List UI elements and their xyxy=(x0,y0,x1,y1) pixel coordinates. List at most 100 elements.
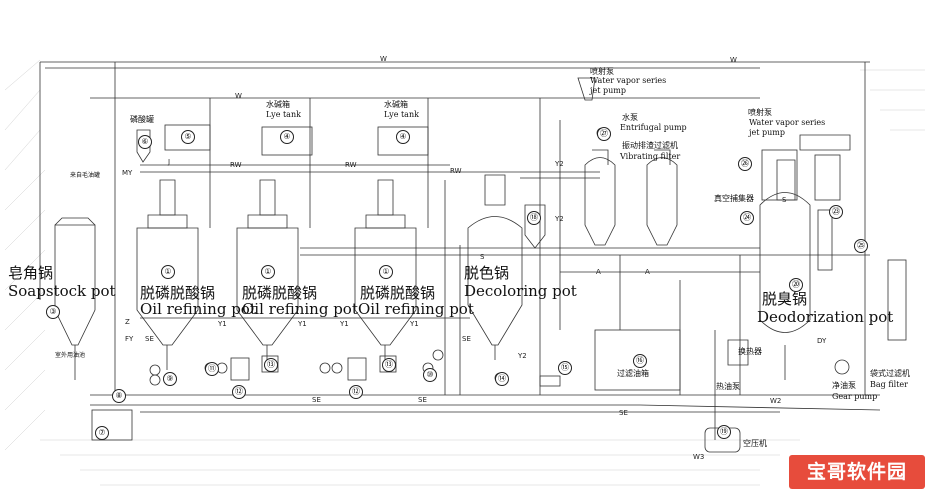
line-tag-y2: Y2 xyxy=(518,352,527,360)
equipment-number: ⑲ xyxy=(717,425,731,439)
line-tag-se: SE xyxy=(619,409,628,417)
equipment-number: ⑫ xyxy=(232,385,246,399)
equipment-number: ① xyxy=(261,265,275,279)
line-tag-se: SE xyxy=(462,335,471,343)
label-heat-exchanger: 换热器 xyxy=(738,347,762,356)
label-vib-filter-en: Vibrating filter xyxy=(620,152,681,161)
line-tag-rw: RW xyxy=(345,161,357,169)
label-jet-pump1-cn: 喷射泵 xyxy=(590,67,614,76)
label-deodor-cn: 脱臭锅 xyxy=(762,290,808,308)
equipment-number: ⑯ xyxy=(633,354,647,368)
label-lye-tank1-cn: 水碱箱 xyxy=(266,100,290,109)
line-tag-j: J xyxy=(168,158,171,166)
equipment-number: ⑤ xyxy=(181,130,195,144)
label-water-pump-en: Entrifugal pump xyxy=(620,123,687,132)
line-tag-dy: DY xyxy=(817,337,827,345)
background-hatching xyxy=(4,59,925,486)
site-watermark-logo: 宝哥软件园 xyxy=(789,455,925,489)
line-tag-s: S xyxy=(480,253,485,261)
label-bag-filter-en: Bag filter xyxy=(870,380,908,389)
line-tag-rw: RW xyxy=(230,161,242,169)
label-refine2-en: Oil refining pot xyxy=(242,300,358,318)
line-tag-y2: Y2 xyxy=(555,160,564,168)
equipment-number: ⑬ xyxy=(264,358,278,372)
refining-pot-2 xyxy=(236,179,299,370)
equipment-number: ⑭ xyxy=(495,372,509,386)
label-decolor-cn: 脱色锅 xyxy=(464,264,510,282)
equipment-number: ㉖ xyxy=(738,157,752,171)
vibrating-filters xyxy=(584,149,678,246)
line-tag-se: SE xyxy=(312,396,321,404)
label-jet-pump1-en2: jet pump xyxy=(590,86,626,95)
label-bag-filter-cn: 袋式过滤机 xyxy=(870,369,910,378)
label-clean-oil-pump: 净油泵 xyxy=(832,381,856,390)
label-refine3-en: Oil refining pot xyxy=(358,300,474,318)
label-vacuum-collector: 真空捕集器 xyxy=(714,194,754,203)
equipment-number: ㉔ xyxy=(740,211,754,225)
gear-pump-shape xyxy=(834,359,850,375)
heat-exchanger-shape xyxy=(727,339,749,366)
label-refine1-en: Oil refining pot xyxy=(140,300,256,318)
label-filter-oil-box: 过滤油箱 xyxy=(617,369,649,378)
line-tag-w: W xyxy=(235,92,242,100)
label-crude-oil-tank: 来自毛油罐 xyxy=(70,172,101,179)
label-jet-pump2-cn: 喷射泵 xyxy=(748,108,772,117)
equipment-number: ① xyxy=(161,265,175,279)
label-lye-tank2-en: Lye tank xyxy=(384,110,419,119)
label-gear-pump: Gear pump xyxy=(832,392,878,401)
line-tag-y1: Y1 xyxy=(410,320,419,328)
label-refine1-cn: 脱磷脱酸锅 xyxy=(140,284,216,302)
tank-6 xyxy=(136,129,151,163)
line-tag-rw: RW xyxy=(450,167,462,175)
label-water-pump-cn: 水泵 xyxy=(622,113,638,122)
jet-pump-top xyxy=(577,77,596,101)
equipment-number: ⑧ xyxy=(112,389,126,403)
line-tag-se: SE xyxy=(418,396,427,404)
decoloring-pot-shape xyxy=(467,174,523,360)
refining-pot-3 xyxy=(354,179,417,370)
equipment-number: ③ xyxy=(46,305,60,319)
line-tag-y1: Y1 xyxy=(340,320,349,328)
line-tag-w: W xyxy=(380,55,387,63)
label-lye-tank1-en: Lye tank xyxy=(266,110,301,119)
equipment-number: ⑫ xyxy=(349,385,363,399)
label-lye-tank2-cn: 水碱箱 xyxy=(384,100,408,109)
equipment-number: ④ xyxy=(396,130,410,144)
refining-pot-1 xyxy=(136,179,199,370)
label-mv-tag: MY xyxy=(122,169,133,177)
equipment-number: ㉗ xyxy=(597,127,611,141)
equipment-number: ⑪ xyxy=(205,362,219,376)
label-soapstock-cn: 皂角锅 xyxy=(8,264,54,282)
label-deodor-en: Deodorization pot xyxy=(757,308,894,326)
equipment-number: ⑥ xyxy=(138,135,152,149)
label-jet-pump2-en2: jet pump xyxy=(749,128,785,137)
vertical-drops xyxy=(209,62,866,440)
equipment-number: ㉕ xyxy=(854,239,868,253)
line-tag-y1: Y1 xyxy=(218,320,227,328)
label-vib-filter-cn: 振动排渣过滤机 xyxy=(622,141,678,150)
equipment-number: ⑦ xyxy=(95,426,109,440)
line-tag-z: Z xyxy=(125,318,130,326)
line-tag-a: A xyxy=(645,268,650,276)
label-decolor-en: Decoloring pot xyxy=(464,282,577,300)
column-23 xyxy=(817,209,833,271)
equipment-number: ⑳ xyxy=(789,278,803,292)
label-soapstock-en: Soapstock pot xyxy=(8,282,116,300)
equipment-number: ⑬ xyxy=(382,358,396,372)
line-tag-a: A xyxy=(596,268,601,276)
label-hot-oil-pump: 热油泵 xyxy=(716,382,740,391)
equipment-number: ㉓ xyxy=(829,205,843,219)
jet-pump-2-assembly xyxy=(761,134,851,201)
equipment-number: ④ xyxy=(280,130,294,144)
line-tag-fy: FY xyxy=(125,335,134,343)
equipment-number: ① xyxy=(379,265,393,279)
tank-7 xyxy=(91,409,133,441)
line-tag-se: SE xyxy=(145,335,154,343)
line-tag-w3: W3 xyxy=(693,453,705,461)
label-refine3-cn: 脱磷脱酸锅 xyxy=(360,284,436,302)
label-outdoor-oil-pool: 室外用油池 xyxy=(55,352,86,359)
line-tag-s: S xyxy=(782,196,787,204)
line-tag-y1: Y1 xyxy=(298,320,307,328)
